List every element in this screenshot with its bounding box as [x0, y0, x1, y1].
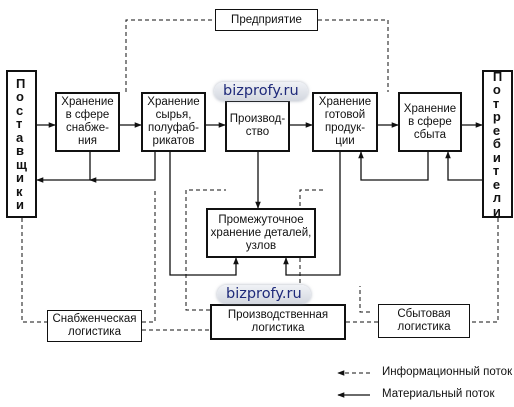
info-supply-log-to-raw — [142, 190, 156, 323]
vertical-letter: б — [492, 136, 501, 152]
enterprise-box: Предприятие — [215, 9, 318, 31]
sales-logistics-label: Сбытовая логистика — [397, 308, 451, 333]
vertical-letter: и — [492, 203, 501, 219]
watermark-top: bizprofy.ru — [214, 82, 308, 101]
storage-raw-label: Хранение сырья, полуфаб- рикатов — [147, 96, 200, 147]
storage-raw-box: Хранение сырья, полуфаб- рикатов — [141, 92, 206, 152]
flow-finished-to-intermediate — [283, 152, 341, 276]
vertical-letter: щ — [16, 156, 27, 172]
vertical-letter: а — [16, 129, 24, 145]
sales-logistics-box: Сбытовая логистика — [378, 304, 470, 338]
info-sales-log-to-finished — [359, 286, 370, 313]
intermediate-storage-label: Промежуточное хранение деталей, узлов — [210, 213, 312, 252]
vertical-letter: в — [16, 143, 25, 158]
vertical-letter: с — [16, 102, 24, 118]
vertical-letter: П — [492, 68, 503, 84]
vertical-letter: и — [16, 170, 25, 185]
vertical-letter: и — [16, 197, 25, 212]
info-prod-log-to-production — [185, 189, 226, 311]
vertical-letter: т — [16, 116, 23, 131]
legend-material-label: Материальный поток — [382, 388, 495, 400]
flow-raw-to-supply — [89, 152, 156, 183]
storage-sales-label: Хранение в сфере сбыта — [403, 102, 457, 141]
storage-supply-box: Хранение в сфере снабже- ния — [55, 92, 120, 152]
flow-supply-to-suppliers — [36, 152, 91, 183]
vertical-letter: т — [492, 95, 500, 111]
vertical-letter: е — [492, 176, 501, 192]
legend-info-label: Информационный поток — [382, 366, 513, 378]
info-enterprise-right — [318, 19, 389, 92]
flow-sales-to-finished — [358, 151, 429, 181]
intermediate-storage-box: Промежуточное хранение деталей, узлов — [206, 208, 316, 258]
flow-consumers-to-sales — [445, 151, 494, 181]
production-label: Производ- ство — [229, 113, 286, 138]
vertical-letter: л — [492, 190, 502, 206]
storage-sales-box: Хранение в сфере сбыта — [398, 92, 462, 152]
watermark-bottom: bizprofy.ru — [217, 285, 311, 304]
storage-finished-box: Хранение готовой продук- ции — [312, 92, 378, 152]
info-consumers-to-sales-log — [470, 218, 499, 323]
info-prod-log-to-finished — [299, 189, 324, 290]
vertical-letter: о — [16, 89, 24, 104]
info-suppliers-to-supply-log — [21, 218, 47, 323]
enterprise-label: Предприятие — [231, 13, 302, 26]
production-logistics-box: Производственная логистика — [210, 304, 346, 340]
vertical-letter: к — [16, 183, 23, 199]
storage-finished-label: Хранение готовой продук- ции — [318, 96, 372, 147]
production-logistics-label: Производственная логистика — [227, 309, 329, 334]
vertical-letter: р — [492, 109, 501, 125]
production-box: Производ- ство — [225, 100, 290, 152]
vertical-letter: е — [492, 122, 501, 138]
vertical-letter: и — [492, 149, 501, 165]
storage-supply-label: Хранение в сфере снабже- ния — [61, 96, 114, 147]
supply-logistics-label: Снабженческая логистика — [52, 313, 137, 338]
info-enterprise-left — [125, 19, 215, 92]
flow-raw-to-intermediate — [169, 152, 239, 276]
vertical-letter: о — [492, 82, 501, 98]
vertical-letter: т — [492, 163, 500, 179]
supply-logistics-box: Снабженческая логистика — [47, 310, 142, 342]
vertical-letter: П — [16, 75, 26, 91]
